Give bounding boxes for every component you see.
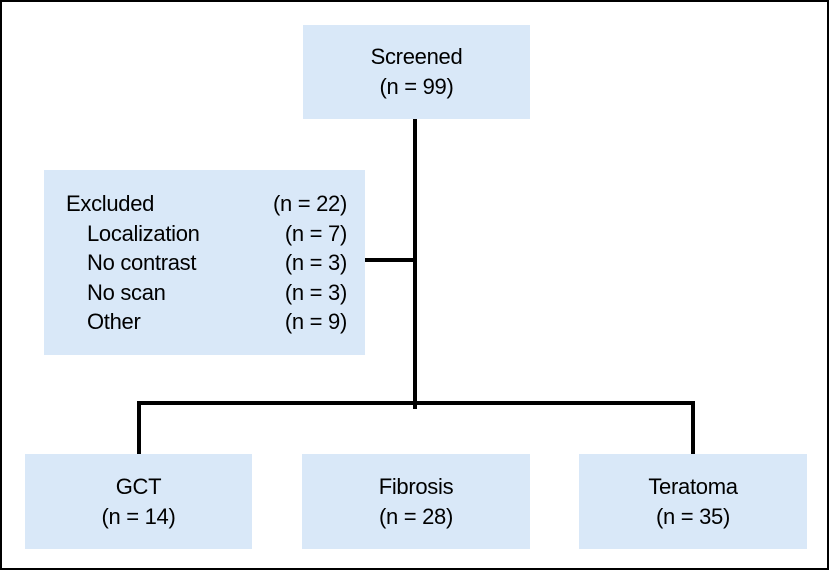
screened-count: (n = 99) (379, 74, 454, 99)
excluded-title-label: Excluded (66, 191, 155, 216)
screened-label: Screened (370, 44, 463, 69)
node-screened: Screened (n = 99) (303, 25, 530, 119)
node-excluded: Excluded (n = 22) Localization (n = 7) N… (44, 170, 365, 355)
excluded-item-label: No scan (87, 279, 166, 305)
excluded-item-count: (n = 7) (284, 220, 347, 246)
branch-horizontal-line (137, 401, 695, 405)
excluded-item-count: (n = 3) (284, 250, 347, 275)
excluded-item-row: Other (n = 9) (66, 307, 347, 337)
node-teratoma: Teratoma (n = 35) (579, 454, 807, 549)
connector-branch-to-gct (137, 401, 141, 454)
gct-count: (n = 14) (101, 503, 176, 529)
excluded-item-label: Other (87, 309, 141, 334)
node-fibrosis: Fibrosis (n = 28) (302, 454, 530, 549)
teratoma-label: Teratoma (648, 473, 738, 499)
excluded-item-row: No scan (n = 3) (66, 278, 347, 308)
connector-screened-to-branch (413, 119, 417, 409)
excluded-item-count: (n = 3) (284, 279, 347, 305)
connector-branch-to-teratoma (691, 401, 695, 454)
node-gct: GCT (n = 14) (25, 454, 252, 549)
excluded-title-row: Excluded (n = 22) (66, 189, 347, 219)
excluded-item-row: Localization (n = 7) (66, 219, 347, 249)
excluded-item-count: (n = 9) (284, 309, 347, 334)
teratoma-count: (n = 35) (655, 503, 731, 529)
fibrosis-label: Fibrosis (378, 473, 454, 499)
excluded-item-row: No contrast (n = 3) (66, 248, 347, 278)
fibrosis-count: (n = 28) (378, 503, 454, 529)
excluded-title-count: (n = 22) (272, 191, 347, 216)
excluded-item-label: No contrast (87, 250, 197, 275)
gct-label: GCT (115, 473, 162, 499)
connector-to-excluded (364, 258, 415, 262)
excluded-item-label: Localization (87, 220, 200, 246)
